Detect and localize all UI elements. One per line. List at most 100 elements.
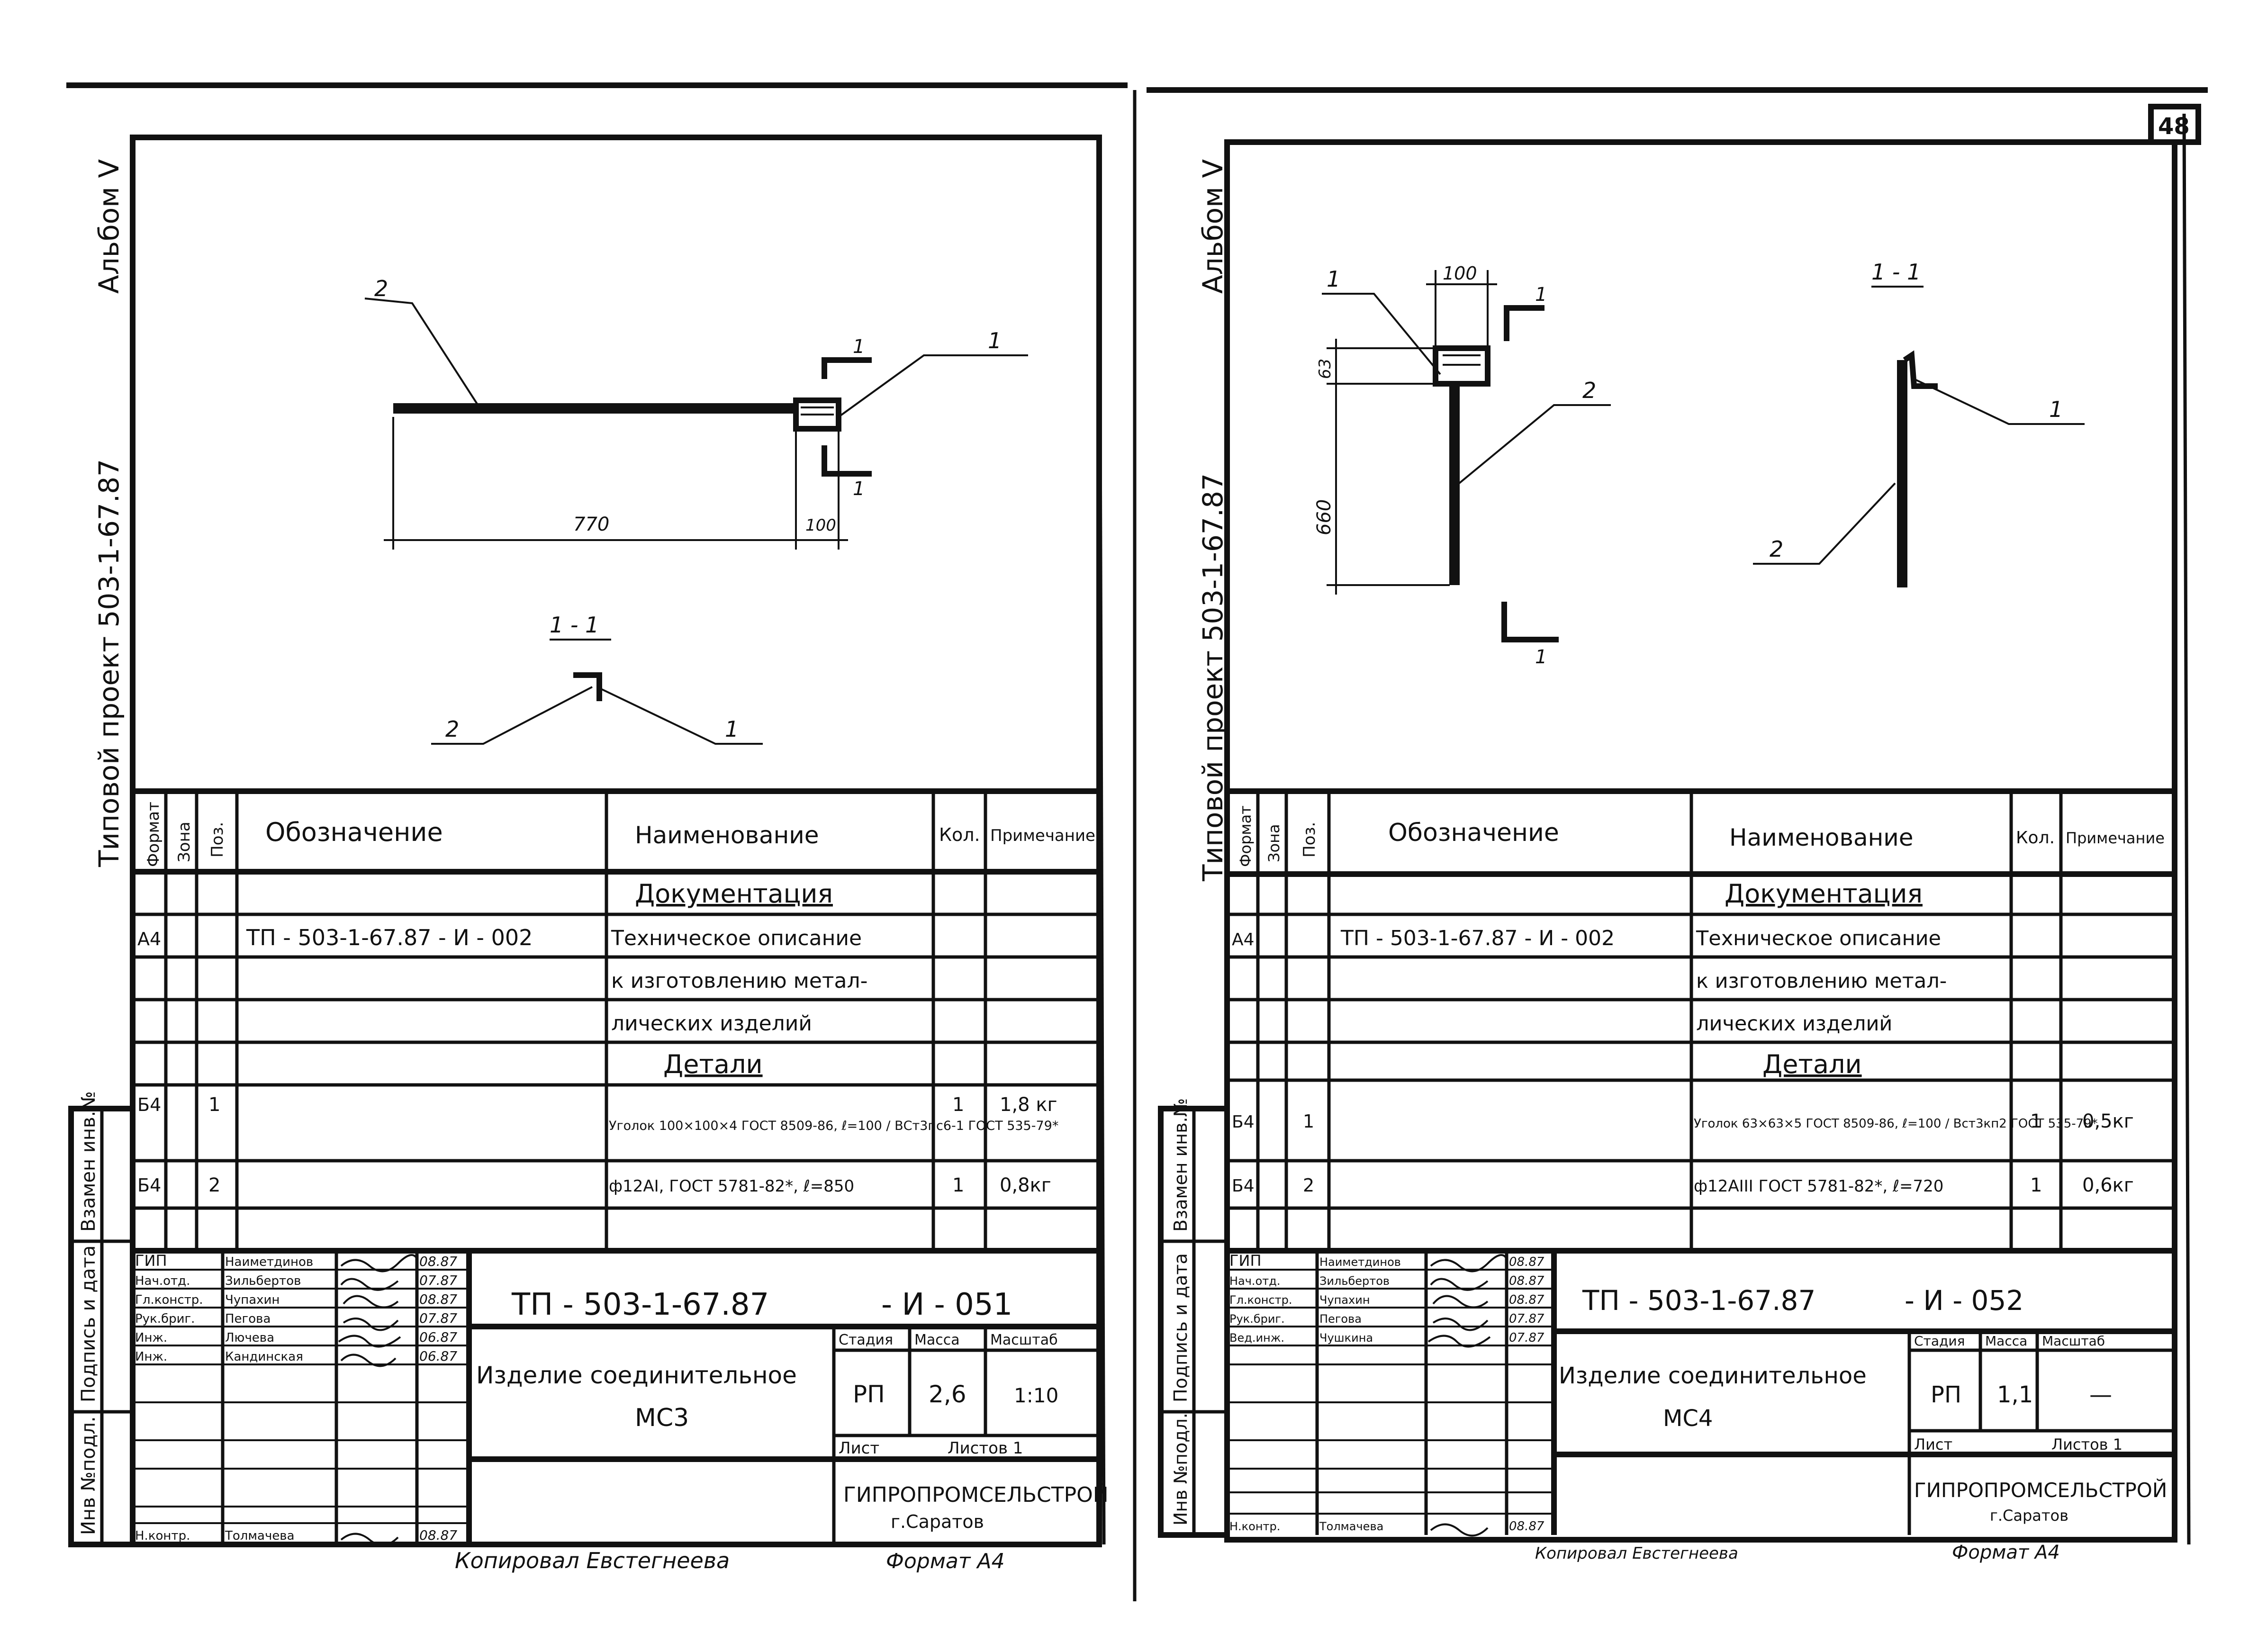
copied-by-2: Копировал Евстегнеева: [1535, 1544, 1738, 1563]
section-leader-2: [431, 686, 593, 745]
sheet-1: Альбом V Типовой проект 503-1-67.87 Инв …: [68, 135, 1109, 1573]
section-mark-bottom-label: 1: [853, 478, 865, 500]
sheet-1-title-block: ГИП Наиметдинов 08.87 Нач.отд. Зильберто…: [133, 1248, 1109, 1573]
sig-role-6: Инж.: [135, 1350, 167, 1364]
row1-format: Б4: [137, 1094, 161, 1115]
signature-scribble: [1430, 1523, 1489, 1537]
callout-leader-2-v: [1458, 404, 1611, 484]
section-parts: Детали: [663, 1049, 763, 1079]
sig2-name-3: Чупахин: [1319, 1293, 1370, 1307]
tb-item-mark: МС3: [635, 1404, 689, 1432]
stamp-sign-date: Подпись и дата: [78, 1246, 99, 1402]
callout-1: 1: [988, 328, 1002, 353]
section-mark-bottom: [822, 445, 872, 477]
section-mark-top-v: [1504, 305, 1544, 341]
doc-name-line-3: лических изделий: [611, 1011, 812, 1036]
sig-name-3: Чупахин: [225, 1293, 280, 1307]
project-label-2: Типовой проект 503-1-67.87: [1197, 473, 1229, 882]
stamp-inv-no-2: Инв №подл.: [1170, 1413, 1191, 1526]
hdr-zone: Зона: [175, 821, 194, 862]
sig2-role-2: Нач.отд.: [1229, 1274, 1280, 1288]
row2-qty-2: 1: [2030, 1174, 2042, 1196]
tb-sheets-label: Листов 1: [948, 1439, 1023, 1458]
sig-role-3: Гл.констр.: [135, 1293, 203, 1307]
hdr-note-2: Примечание: [2066, 829, 2165, 847]
hdr-zone-2: Зона: [1265, 824, 1283, 862]
row1-pos: 1: [208, 1094, 220, 1116]
doc-name-line-3-2: лических изделий: [1696, 1012, 1892, 1036]
section-mark-top-v-label: 1: [1535, 284, 1547, 306]
sig2-name-4: Пегова: [1319, 1312, 1362, 1326]
dim-height: 660: [1313, 499, 1335, 535]
signature-scribble: [1430, 1254, 1508, 1273]
section-mark-bottom-v: [1501, 602, 1559, 642]
sig-date-6: 06.87: [419, 1348, 457, 1364]
sig-date-5: 06.87: [419, 1329, 457, 1345]
format-label-2: Формат А4: [1952, 1542, 2060, 1563]
doc-designation-2: ТП - 503-1-67.87 - И - 002: [1340, 926, 1615, 950]
sig-date-3: 08.87: [419, 1291, 457, 1307]
doc-name-line-2-2: к изготовлению метал-: [1696, 969, 1947, 993]
doc-format-2: А4: [1232, 930, 1255, 949]
sig-name-4: Пегова: [225, 1312, 271, 1326]
sheet-2-spec-table: Формат Зона Поз. Обозначение Наименовани…: [1227, 788, 2175, 1254]
row1-note-2: 0,5кг: [2082, 1110, 2134, 1132]
album-label: Альбом V: [93, 159, 125, 294]
doc-designation: ТП - 503-1-67.87 - И - 002: [246, 925, 533, 950]
hdr-pos: Поз.: [208, 822, 227, 858]
tb-stage-label: Стадия: [839, 1332, 893, 1348]
signature-scribble: [340, 1533, 399, 1546]
sig2-date-2: 08.87: [1509, 1274, 1544, 1288]
format-label: Формат А4: [886, 1549, 1005, 1573]
tb2-stage: РП: [1931, 1381, 1961, 1408]
tb2-stage-label: Стадия: [1914, 1333, 1965, 1349]
sig-date-4: 07.87: [419, 1310, 457, 1326]
sig2-role-3: Гл.констр.: [1229, 1293, 1292, 1307]
section-docs-2: Документация: [1725, 879, 1923, 909]
section-parts-2: Детали: [1762, 1049, 1862, 1079]
hdr-designation-2: Обозначение: [1388, 819, 1559, 847]
sig2-role-5: Вед.инж.: [1229, 1331, 1284, 1345]
section-angle: [573, 672, 602, 701]
sig-role-4: Рук.бриг.: [135, 1312, 195, 1326]
hdr-format: Формат: [144, 802, 163, 867]
sig2-name-1: Наиметдинов: [1319, 1255, 1401, 1269]
sig2-date-5: 07.87: [1509, 1331, 1544, 1345]
section-title: 1 - 1: [550, 612, 599, 638]
tb2-scale: —: [2089, 1381, 2112, 1408]
sig-role-1: ГИП: [135, 1252, 167, 1270]
tb2-sheet-label: Лист: [1914, 1435, 1952, 1453]
sheet-2-part-drawing: 100 63 660 1 2 1 1 1 - 1 1 2: [1313, 259, 2085, 668]
dim-width: 100: [1443, 263, 1477, 284]
callout-leader-2: [364, 298, 479, 407]
sig2-name-2: Зильбертов: [1319, 1274, 1390, 1288]
angle-pos1-v: [1433, 345, 1490, 387]
hdr-name-2: Наименование: [1729, 824, 1914, 851]
tb-stage: РП: [853, 1381, 885, 1408]
sig-date-1: 08.87: [419, 1254, 457, 1269]
sheet-1-right-border: [1097, 137, 1106, 1545]
album-label-2: Альбом V: [1197, 159, 1229, 294]
sig-date-2: 07.87: [419, 1273, 457, 1288]
sig2-name-5: Чушкина: [1319, 1331, 1373, 1345]
tb2-mass: 1,1: [1997, 1381, 2033, 1408]
hdr-format-2: Формат: [1237, 805, 1255, 867]
section-angle-v: [1903, 350, 1938, 389]
signature-scribble: [338, 1335, 401, 1348]
sig-role-7: Н.контр.: [135, 1529, 190, 1543]
sig2-date-1: 08.87: [1509, 1255, 1544, 1269]
signature-scribble: [1432, 1295, 1489, 1309]
callout-2: 2: [374, 276, 388, 301]
row1-note: 1,8 кг: [1000, 1094, 1057, 1116]
tb-item-title: Изделие соединительное: [476, 1362, 797, 1389]
section-callout-2-v: 2: [1770, 536, 1783, 562]
sig2-date-4: 07.87: [1509, 1312, 1544, 1326]
row2-name: ф12АI, ГОСТ 5781-82*, ℓ=850: [609, 1177, 854, 1196]
sig2-role-7: Н.контр.: [1229, 1520, 1280, 1533]
callout-2-v: 2: [1582, 378, 1596, 403]
sheet-1-spec-table: Формат Зона Поз. Обозначение Наименовани…: [133, 788, 1099, 1254]
stamp-replace-no-2: Взамен инв.№: [1170, 1098, 1191, 1232]
tb2-org: ГИПРОПРОМСЕЛЬСТРОЙ: [1914, 1478, 2167, 1502]
tb-code: ТП - 503-1-67.87: [511, 1287, 769, 1322]
